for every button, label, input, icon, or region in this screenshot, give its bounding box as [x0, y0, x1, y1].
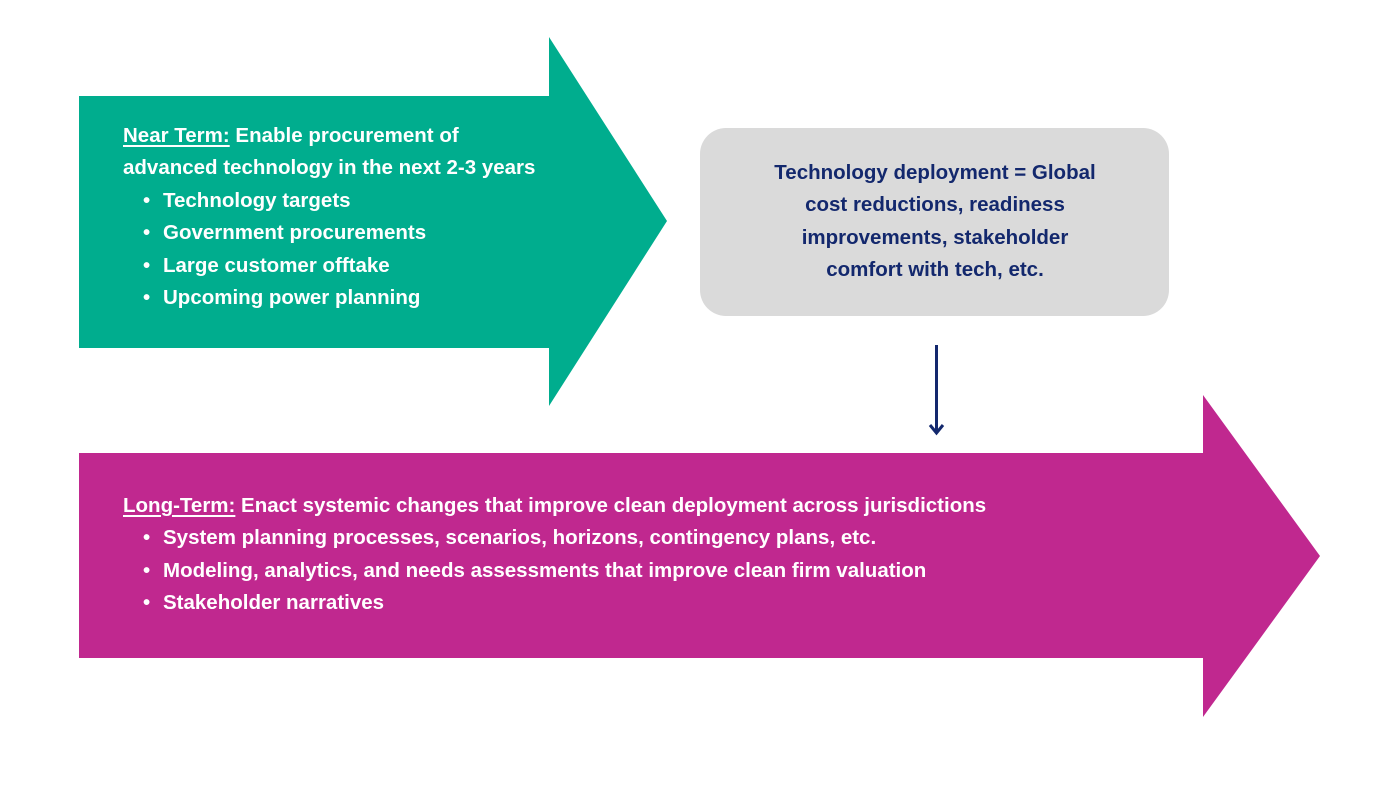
near-term-list: Technology targets Government procuremen… [123, 185, 535, 315]
list-item: Government procurements [123, 217, 535, 250]
outcome-line: cost reductions, readiness [805, 193, 1065, 217]
list-item: Stakeholder narratives [123, 587, 986, 620]
list-item: Upcoming power planning [123, 282, 535, 315]
outcome-line: improvements, stakeholder [801, 225, 1069, 249]
near-term-heading-line2: advanced technology in the next 2-3 year… [123, 156, 536, 180]
long-term-text: Long-Term: Enact systemic changes that i… [123, 490, 986, 620]
outcome-line: comfort with tech, etc. [826, 257, 1044, 281]
list-item: System planning processes, scenarios, ho… [123, 522, 986, 555]
outcome-box [700, 128, 1169, 316]
near-term-text: Near Term: Enable procurement of advance… [123, 120, 536, 315]
list-item: Large customer offtake [123, 250, 535, 283]
list-item: Modeling, analytics, and needs assessmen… [123, 555, 986, 588]
near-term-label: Near Term: [123, 124, 230, 147]
long-term-list: System planning processes, scenarios, ho… [123, 522, 986, 620]
long-term-label: Long-Term: [123, 494, 236, 517]
near-term-heading: Near Term: Enable procurement of [123, 120, 535, 152]
outcome-text: Technology deployment = Global cost redu… [700, 157, 1170, 286]
down-arrow-icon [928, 345, 945, 436]
long-term-heading-text: Enact systemic changes that improve clea… [235, 494, 987, 517]
outcome-line: Technology deployment = Global [774, 161, 1096, 184]
list-item: Technology targets [123, 185, 535, 218]
long-term-heading: Long-Term: Enact systemic changes that i… [123, 490, 986, 522]
near-term-heading-text: Enable procurement of [229, 124, 459, 147]
